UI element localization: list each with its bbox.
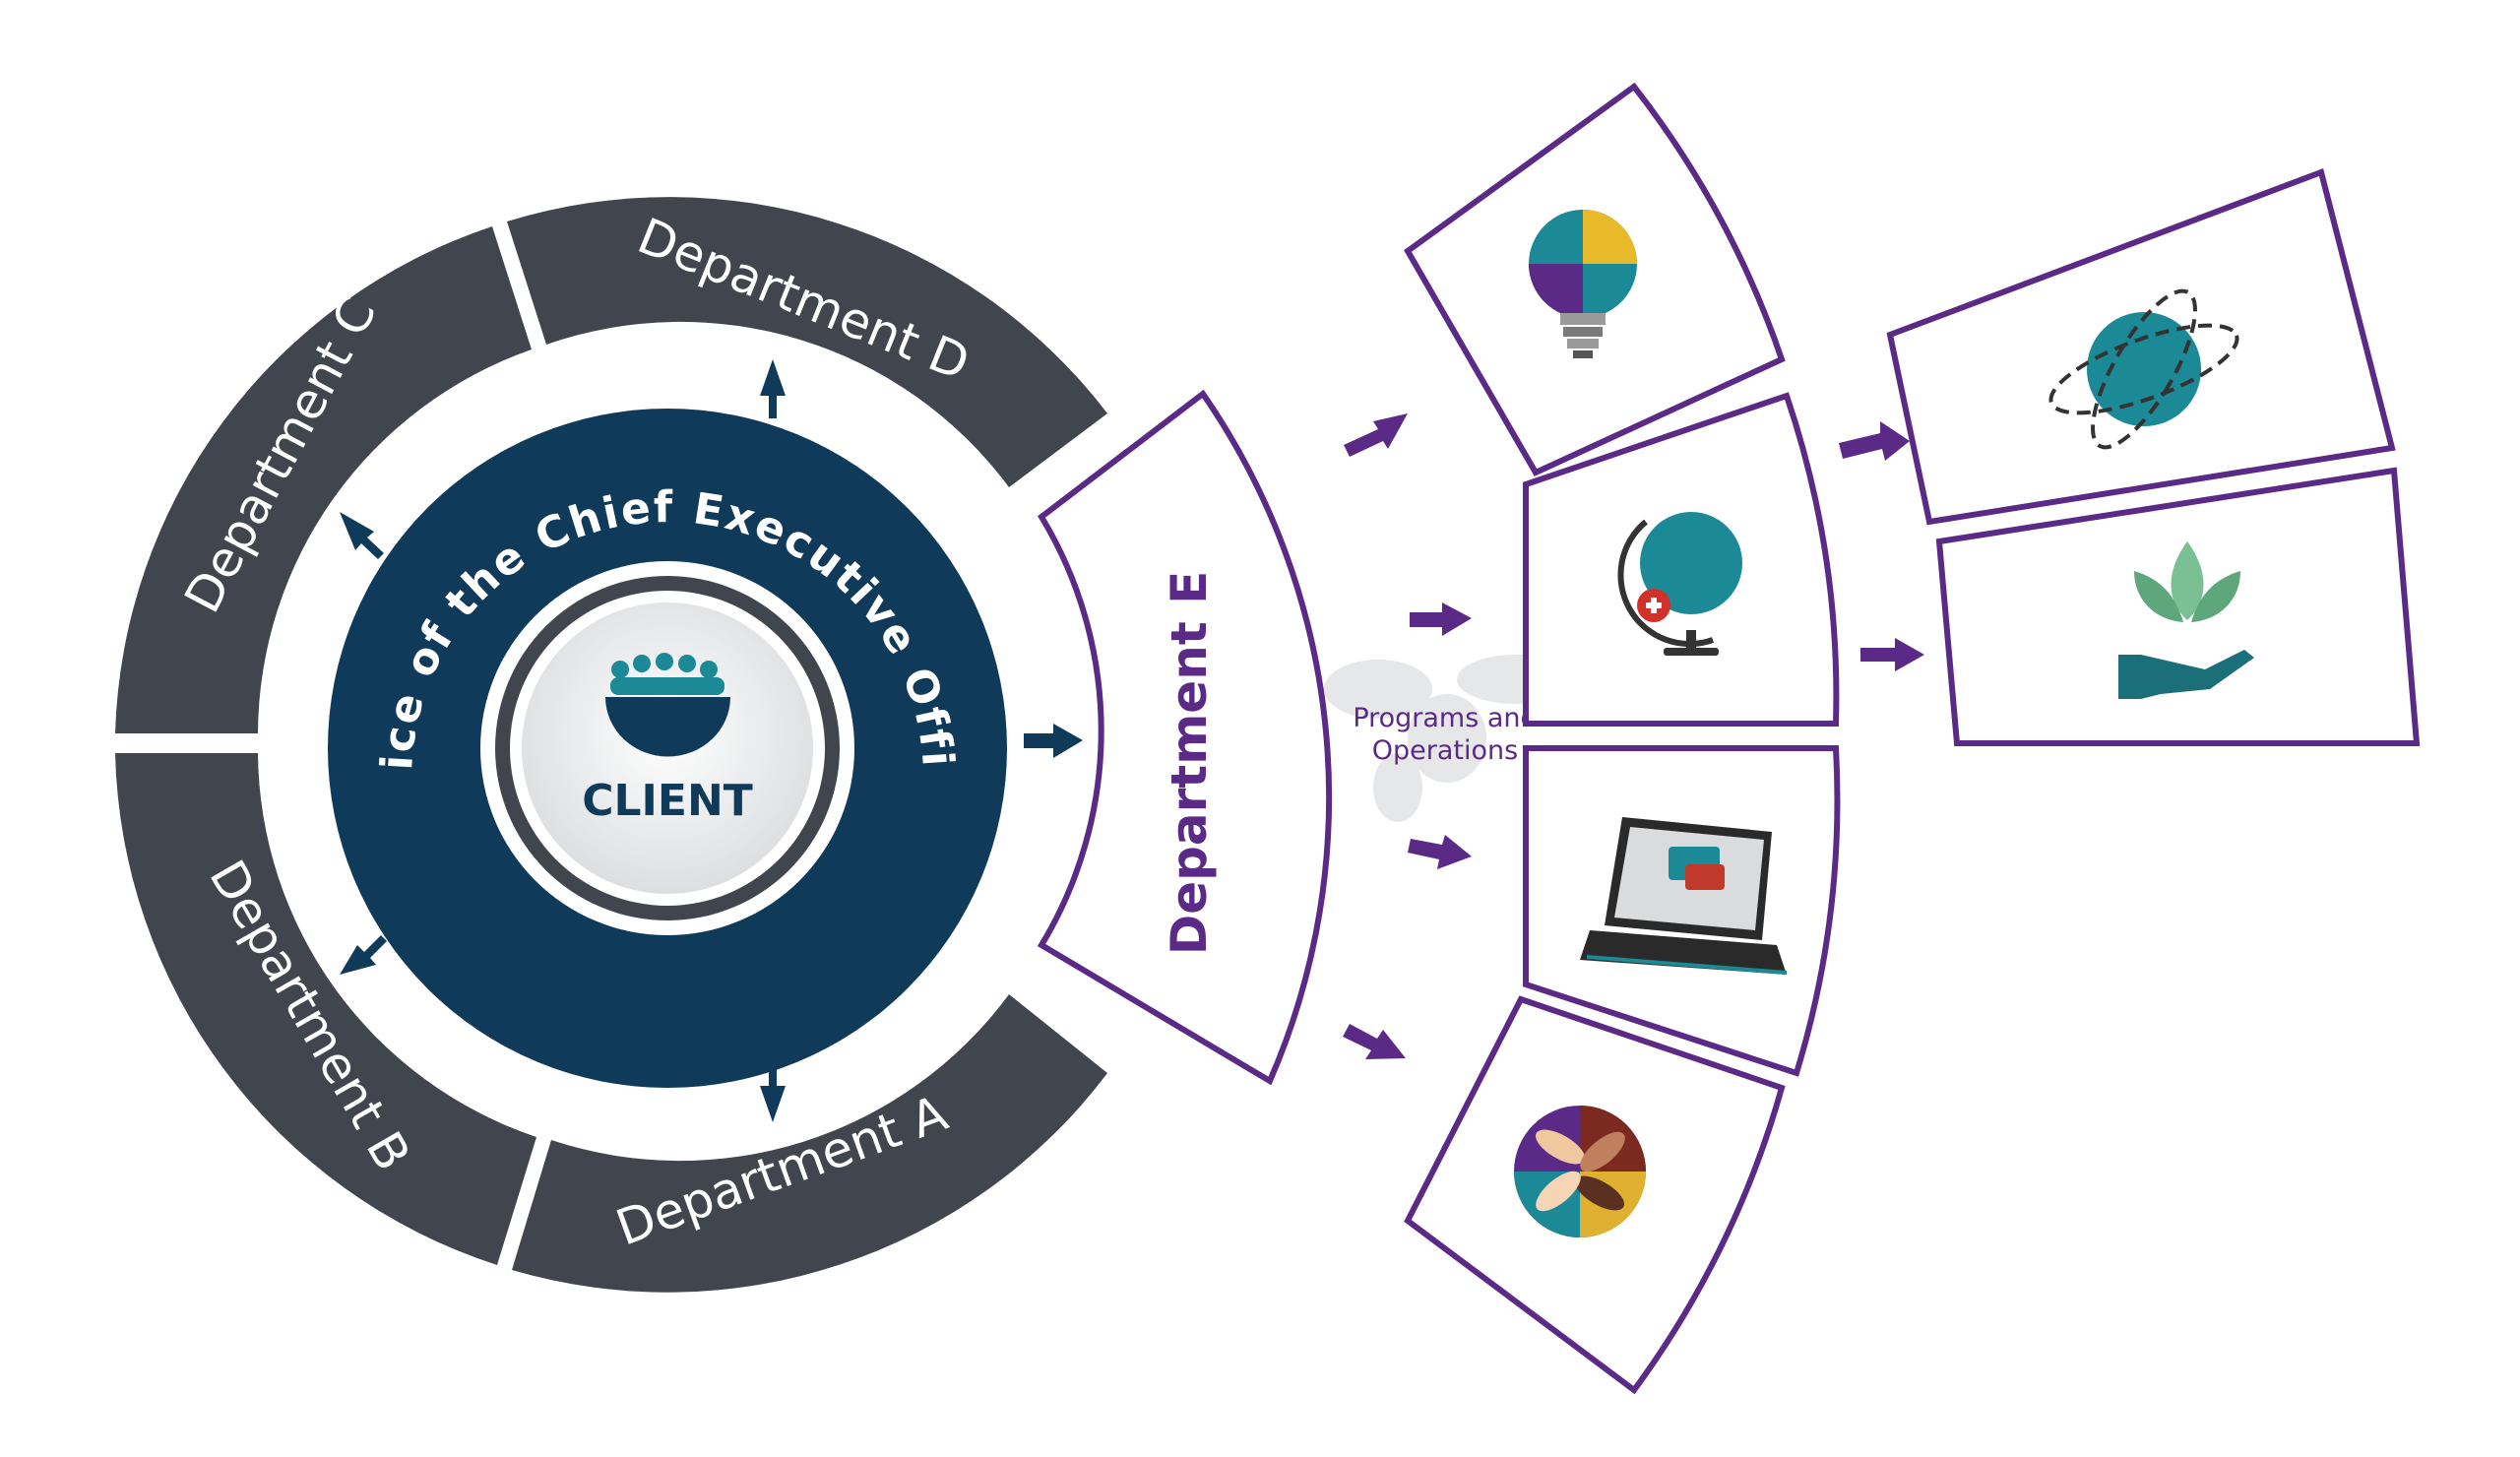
- department-a-segment[interactable]: [512, 994, 1107, 1293]
- arrow-to-department-c: [340, 512, 384, 559]
- program-card-3[interactable]: [1523, 745, 1841, 1077]
- arrow-to-outcome-1: [1839, 421, 1910, 461]
- client-label: CLIENT: [582, 776, 753, 826]
- program-card-4[interactable]: [1404, 995, 1786, 1395]
- arrow-to-program-3: [1408, 835, 1472, 869]
- department-c-segment[interactable]: [115, 226, 532, 733]
- arrow-to-department-e: [1024, 724, 1083, 758]
- department-ring: [115, 197, 1107, 1293]
- ceo-arrows: [340, 359, 1083, 1122]
- arrow-to-department-d: [760, 359, 786, 418]
- lightbulb-puzzle-icon: [1529, 210, 1637, 358]
- outcome-card-1[interactable]: [1886, 168, 2396, 526]
- arrow-to-program-1: [1344, 413, 1408, 457]
- laptop-chat-icon: [1580, 817, 1788, 975]
- arrow-to-program-2: [1410, 602, 1472, 636]
- arrow-to-department-b: [340, 935, 387, 975]
- programs-label-line2: Operations: [1372, 735, 1518, 766]
- arrow-to-department-a: [760, 1063, 786, 1122]
- programs-label-line1: Programs and: [1353, 703, 1537, 733]
- outcome-arrows: [1839, 421, 1924, 671]
- department-b-segment[interactable]: [115, 753, 536, 1265]
- program-card-1[interactable]: [1404, 82, 1786, 476]
- department-d-segment[interactable]: [507, 197, 1107, 487]
- arrow-to-program-4: [1343, 1024, 1406, 1059]
- program-card-2[interactable]: [1523, 392, 1840, 727]
- globe-health-icon: [1617, 512, 1742, 656]
- diverse-hands-icon: [1514, 1106, 1646, 1237]
- arrow-to-outcome-2: [1860, 638, 1924, 671]
- program-arrows: [1343, 413, 1472, 1059]
- world-map-background: [1324, 655, 1575, 822]
- outcome-card-2[interactable]: [1935, 467, 2421, 746]
- lotus-hand-icon: [2118, 541, 2254, 699]
- department-e-segment[interactable]: [1037, 389, 1333, 1086]
- people-group-icon: [605, 653, 730, 757]
- department-e-label: Department E: [1161, 571, 1218, 956]
